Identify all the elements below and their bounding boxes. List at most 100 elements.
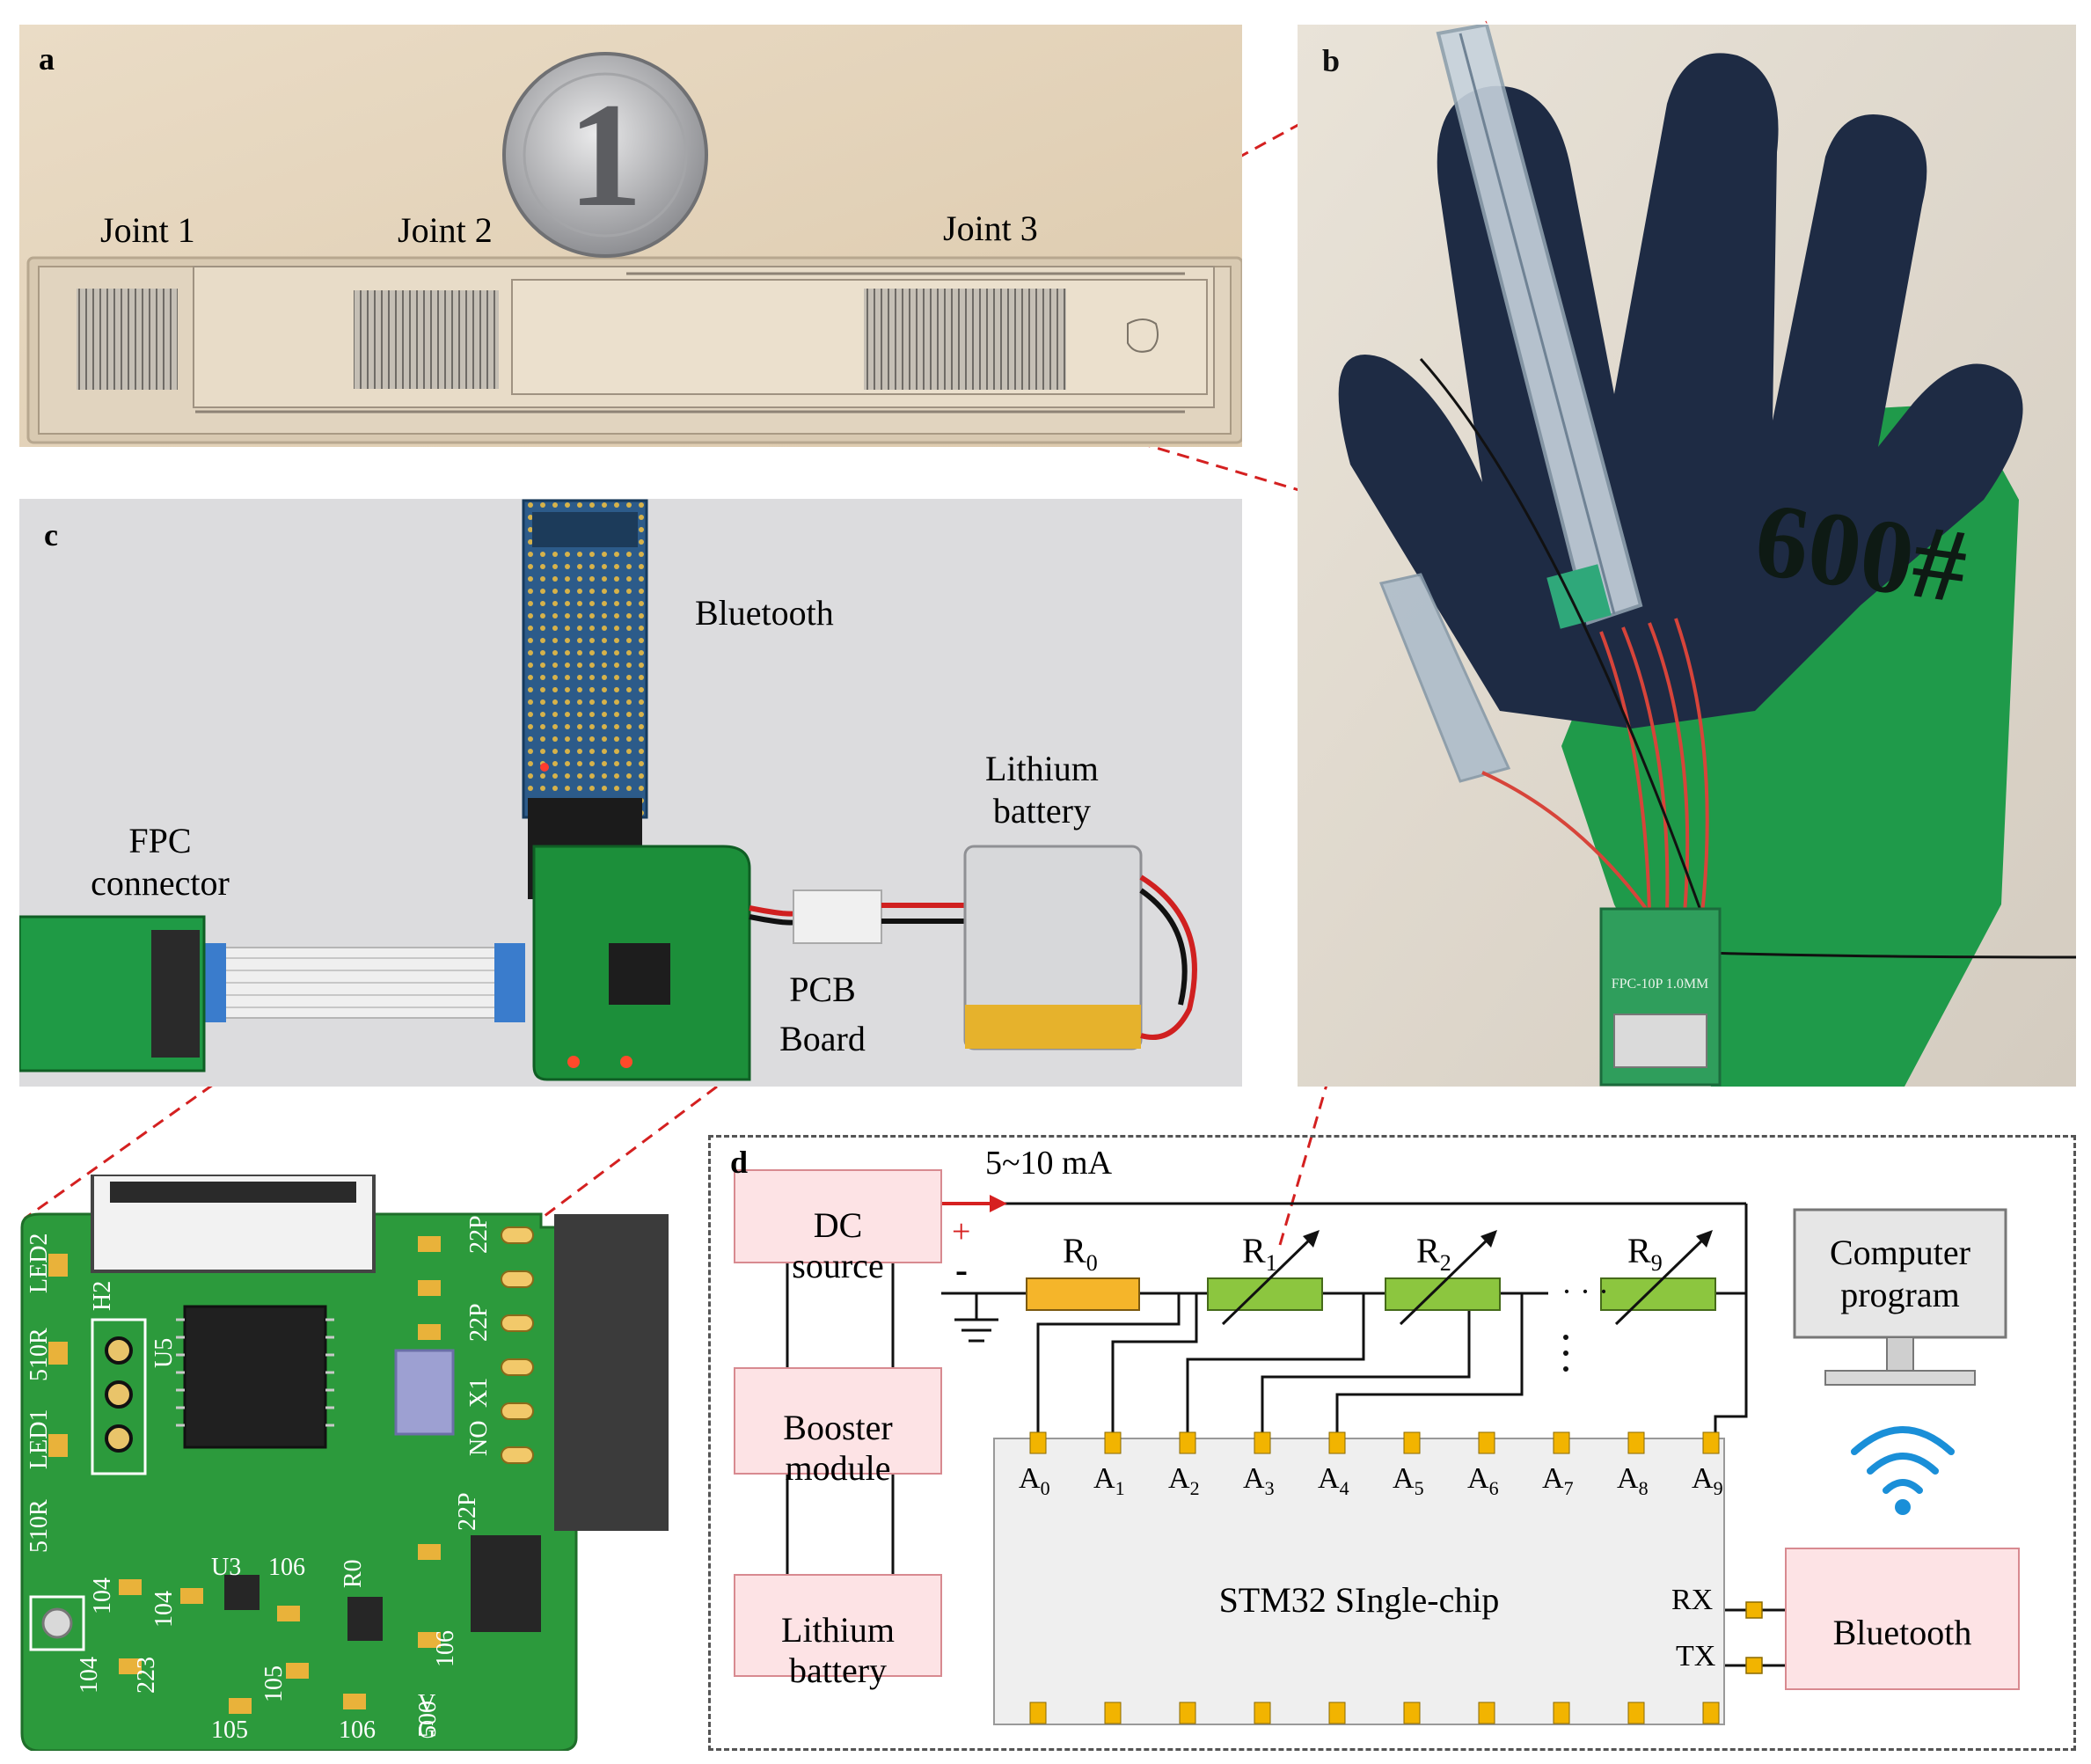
pcb-pin-header xyxy=(554,1214,669,1531)
resistor-label-r1: R1 xyxy=(1242,1231,1277,1276)
mcu-pin-a8 xyxy=(1627,1431,1645,1454)
silk-22p-1: 22P xyxy=(465,1215,493,1254)
silk-510r-1: 510R xyxy=(26,1328,53,1381)
resistor-label-r2: R2 xyxy=(1416,1231,1451,1276)
silk-104-2: 104 xyxy=(150,1591,178,1628)
silk-104-3: 104 xyxy=(76,1657,103,1694)
resistor-ellipsis: · · · xyxy=(1561,1274,1609,1309)
rx-label: RX xyxy=(1671,1584,1714,1616)
bluetooth-block xyxy=(1785,1548,2020,1690)
silk-105-1: 105 xyxy=(211,1716,248,1744)
rx-pin xyxy=(1745,1601,1763,1619)
tx-label: TX xyxy=(1676,1640,1716,1673)
mcu-pin-bottom xyxy=(1179,1702,1196,1724)
variable-resistor-arrows xyxy=(1221,1234,1708,1326)
pin-label-a7: A7 xyxy=(1542,1462,1574,1499)
mcu-pin-bottom xyxy=(1254,1702,1271,1724)
current-label: 5~10 mA xyxy=(985,1145,1113,1182)
stm32-label: STM32 SIngle-chip xyxy=(1218,1580,1500,1620)
silk-106-2: 106 xyxy=(339,1716,376,1744)
mcu-pin-bottom xyxy=(1029,1702,1047,1724)
mcu-pin-bottom xyxy=(1403,1702,1421,1724)
panel-b-label: b xyxy=(1322,43,1341,78)
stm32-block xyxy=(993,1438,1725,1725)
silk-106-1: 106 xyxy=(268,1554,305,1581)
tx-pin xyxy=(1745,1657,1763,1674)
resistor-label-r0: R0 xyxy=(1063,1231,1098,1276)
mcu-pin-a1 xyxy=(1104,1431,1122,1454)
silk-510r-2: 510R xyxy=(26,1499,53,1553)
mcu-pin-bottom xyxy=(1328,1702,1346,1724)
joint-1-label: Joint 1 xyxy=(100,210,195,250)
mcu-pin-bottom xyxy=(1702,1702,1720,1724)
variable-arrow-icon xyxy=(1303,1230,1320,1248)
glove-photo: 600# FPC-10P 1.0MM xyxy=(1298,22,2077,1087)
mcu-pin-bottom xyxy=(1627,1702,1645,1724)
silk-22p-2: 22P xyxy=(465,1303,493,1342)
mcu-pin-a0 xyxy=(1029,1431,1047,1454)
panel-d-label: d xyxy=(730,1145,749,1180)
pin-label-a5: A5 xyxy=(1393,1462,1424,1499)
silk-u5: U5 xyxy=(150,1338,178,1368)
pcb-board-label: PCB Board xyxy=(779,970,866,1058)
dashed-line-c-to-pcb-right xyxy=(540,1085,718,1220)
pin-label-a2: A2 xyxy=(1168,1462,1200,1499)
pin-label-a1: A1 xyxy=(1093,1462,1125,1499)
mcu-pin-a9 xyxy=(1702,1431,1720,1454)
mcu-pin-bottom xyxy=(1553,1702,1570,1724)
lithium-battery-block xyxy=(734,1574,942,1677)
minus-sign: - xyxy=(955,1250,968,1291)
silk-500: 500 xyxy=(414,1701,442,1738)
mcu-pin-a2 xyxy=(1179,1431,1196,1454)
dc-source-block xyxy=(734,1169,942,1263)
mcu-pin-a7 xyxy=(1553,1431,1570,1454)
booster-module-label: Booster module xyxy=(783,1408,893,1488)
glove-text: 600# xyxy=(1749,479,1974,625)
panel-a-label: a xyxy=(39,41,55,77)
sensor-strip-photo: 1 xyxy=(19,25,1244,447)
joint-3-label: Joint 3 xyxy=(943,209,1038,248)
lithium-battery-label: Lithium battery xyxy=(985,749,1099,831)
hardware-photo xyxy=(18,499,1197,1081)
coin-value: 1 xyxy=(568,72,643,238)
silk-h2: H2 xyxy=(89,1281,116,1311)
mcu-pin-a5 xyxy=(1403,1431,1421,1454)
silk-r0: R0 xyxy=(340,1559,367,1588)
mcu-pin-a4 xyxy=(1328,1431,1346,1454)
variable-arrow-icon xyxy=(1481,1230,1497,1248)
pcb-mcu-chip xyxy=(183,1305,327,1449)
plus-sign: + xyxy=(952,1213,971,1250)
wifi-icon xyxy=(1851,1426,1955,1494)
silk-g: G xyxy=(418,1716,435,1744)
panel-c: c Bluetooth Lithium battery FPC connecto… xyxy=(18,499,1242,1087)
pin-label-a6: A6 xyxy=(1467,1462,1499,1499)
booster-module-block xyxy=(734,1367,942,1475)
silk-106-3: 106 xyxy=(432,1630,459,1667)
silk-223: 223 xyxy=(133,1657,160,1694)
panel-a: 1 a Joint 1 Joint 2 Joint 3 xyxy=(19,25,1244,447)
mcu-pins-top xyxy=(1029,1431,1720,1454)
pin-label-a0: A0 xyxy=(1019,1462,1050,1499)
mcu-pins-bottom xyxy=(1029,1702,1720,1724)
bluetooth-block-label: Bluetooth xyxy=(1832,1613,1972,1652)
silk-led2: LED2 xyxy=(26,1233,53,1293)
pcb-regulator-chip xyxy=(471,1535,541,1632)
connector-text: FPC-10P 1.0MM xyxy=(1612,977,1709,992)
silk-105-2: 105 xyxy=(260,1665,288,1702)
resistor-label-r9: R9 xyxy=(1627,1231,1663,1276)
pin-label-a9: A9 xyxy=(1692,1462,1723,1499)
current-arrow-icon xyxy=(990,1195,1007,1212)
panel-c-label: c xyxy=(44,517,58,553)
coin-image xyxy=(502,52,708,258)
silk-led1: LED1 xyxy=(26,1409,53,1469)
mcu-pin-a3 xyxy=(1254,1431,1271,1454)
silk-no: NO xyxy=(465,1421,493,1456)
silk-v: V xyxy=(418,1690,435,1717)
panel-d xyxy=(708,1135,2076,1751)
pcb-detail-render: LED2 510R H2 U5 LED1 510R 22P 22P X1 NO … xyxy=(13,1173,669,1753)
resistor-r0 xyxy=(1026,1277,1140,1311)
lithium-battery-block-label: Lithium battery xyxy=(781,1610,895,1690)
pin-label-a4: A4 xyxy=(1318,1462,1349,1499)
pcb-outline xyxy=(20,1212,578,1753)
mcu-pin-a6 xyxy=(1478,1431,1495,1454)
